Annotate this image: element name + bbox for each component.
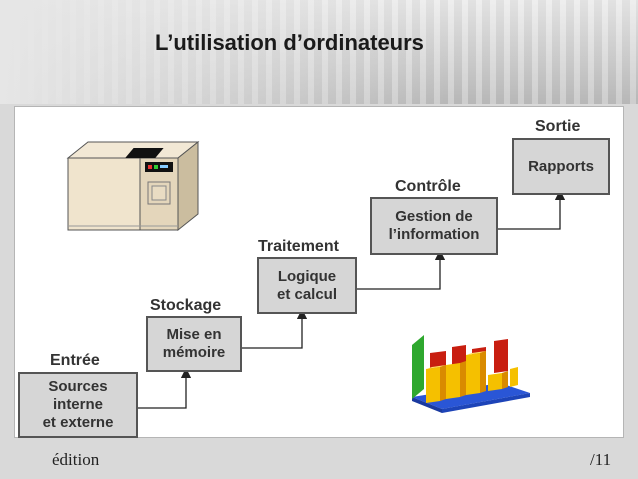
box-controle: Gestion de l’information — [370, 197, 498, 255]
stage-label-traitement: Traitement — [258, 238, 339, 255]
stage-label-stockage: Stockage — [150, 297, 222, 314]
box-stockage-line-2: mémoire — [162, 344, 226, 361]
arrow-stockage-traitement — [242, 308, 308, 349]
box-controle-line-2: l’information — [388, 226, 480, 243]
box-entree-line-3: et externe — [42, 414, 114, 431]
footer-background — [0, 440, 638, 479]
arrow-controle-sortie — [498, 189, 566, 230]
footer-edition: édition — [52, 450, 100, 469]
slide-title: L’utilisation d’ordinateurs — [155, 30, 424, 55]
mainframe-computer-icon — [66, 140, 200, 232]
box-stockage: Mise en mémoire — [146, 316, 242, 372]
box-controle-line-1: Gestion de — [395, 208, 473, 225]
box-entree-line-2: interne — [52, 396, 103, 413]
box-traitement-line-2: et calcul — [276, 285, 338, 303]
box-entree: Sources interne et externe — [18, 372, 138, 438]
box-entree-line-1: Sources — [48, 378, 108, 395]
header-fade — [0, 0, 638, 104]
stage-label-sortie: Sortie — [535, 118, 581, 135]
box-stockage-line-1: Mise en — [166, 326, 222, 343]
footer-page-number: /11 — [590, 450, 612, 469]
box-traitement-line-1: Logique — [277, 267, 337, 285]
stage-label-controle: Contrôle — [395, 178, 461, 195]
box-sortie-line-1: Rapports — [528, 157, 594, 175]
arrow-traitement-controle — [357, 249, 446, 290]
3d-bar-chart-icon — [412, 335, 530, 413]
box-sortie: Rapports — [512, 138, 610, 195]
arrow-entree-stockage — [138, 367, 192, 409]
box-traitement: Logique et calcul — [257, 257, 357, 314]
stage-label-entree: Entrée — [50, 352, 100, 369]
